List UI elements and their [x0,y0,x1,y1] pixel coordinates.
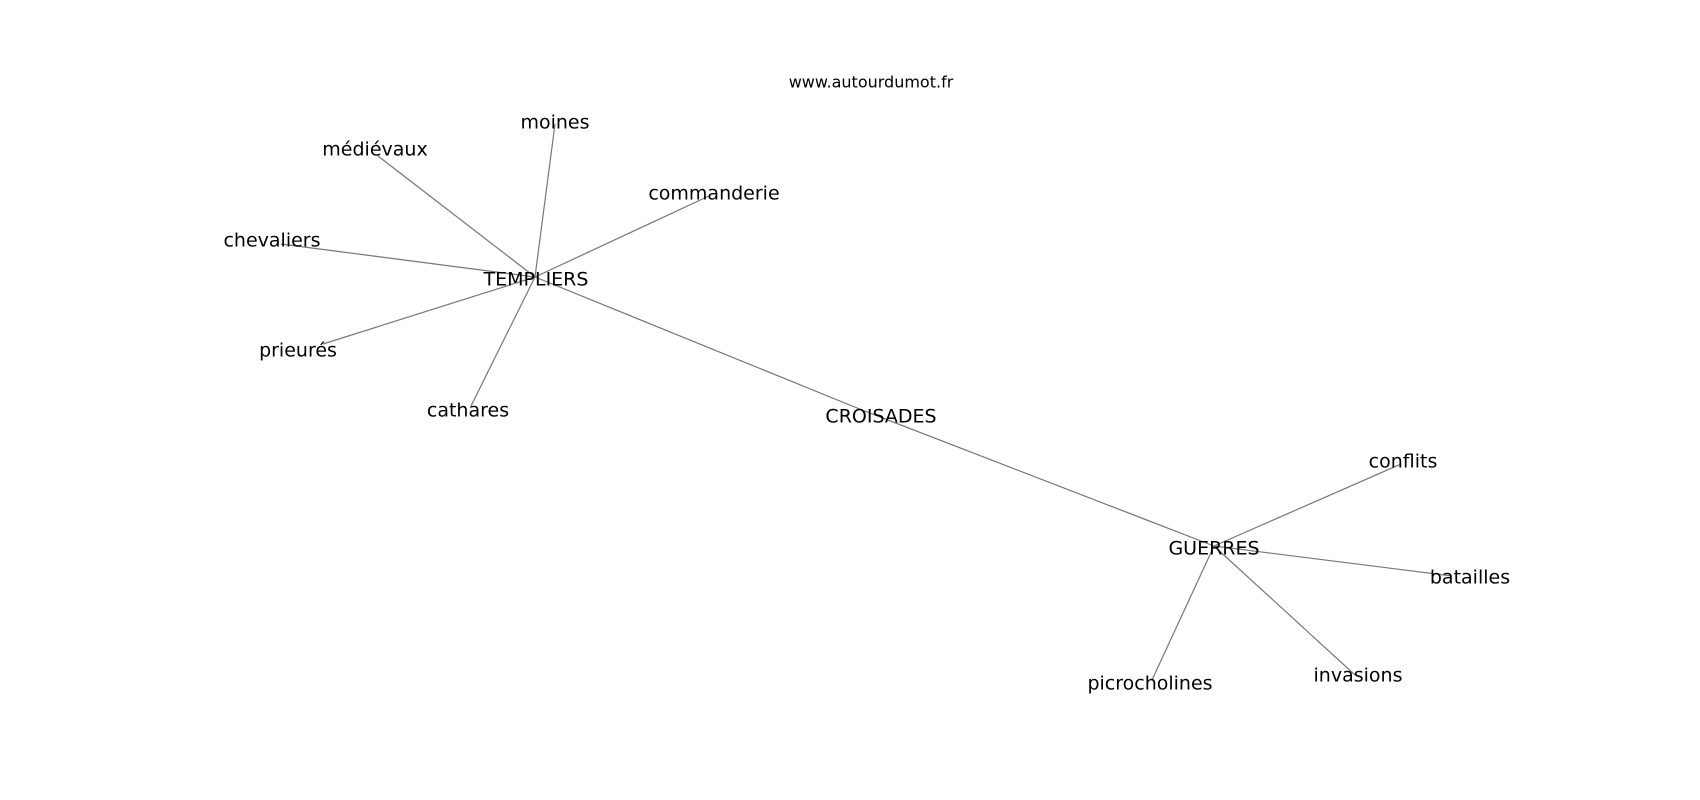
node-chevaliers[interactable]: chevaliers [223,230,320,252]
edge-templiers-commanderie [534,194,712,278]
node-croisades[interactable]: CROISADES [825,406,936,428]
edge-guerres-invasions [1213,545,1356,676]
node-moines[interactable]: moines [520,112,589,134]
node-invasions[interactable]: invasions [1314,665,1403,687]
edge-templiers-chevaliers [280,243,536,278]
node-conflits[interactable]: conflits [1369,451,1438,473]
edge-croisades-guerres [861,409,1215,547]
node-picrocholines[interactable]: picrocholines [1087,673,1212,695]
node-medievaux[interactable]: médiévaux [322,139,427,161]
edge-templiers-medievaux [377,155,536,278]
edge-guerres-picrocholines [1151,545,1215,681]
node-commanderie[interactable]: commanderie [648,183,779,205]
node-guerres[interactable]: GUERRES [1168,538,1259,560]
graph-nodes: CROISADES TEMPLIERS GUERRES moines médiévaux… [223,112,1510,695]
node-templiers[interactable]: TEMPLIERS [483,269,589,291]
edge-guerres-batailles [1213,545,1453,577]
site-url: www.autourdumot.fr [789,73,954,92]
edge-guerres-conflits [1213,463,1402,547]
edge-templiers-moines [534,123,556,278]
edge-templiers-cathares [470,276,536,407]
graph-edges [280,123,1453,681]
edge-templiers-croisades [534,276,863,411]
node-prieures[interactable]: prieurés [259,340,337,362]
node-batailles[interactable]: batailles [1430,567,1510,589]
node-cathares[interactable]: cathares [427,400,509,422]
edge-templiers-prieures [322,276,536,345]
